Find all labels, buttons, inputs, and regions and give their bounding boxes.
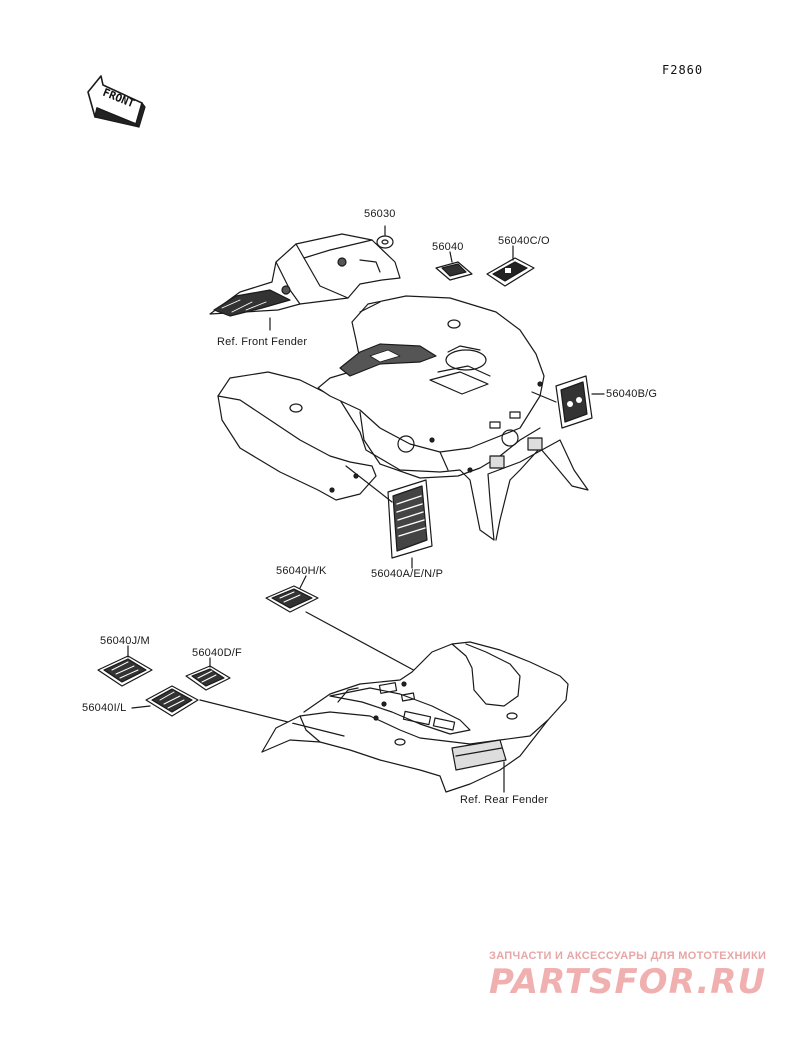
front-direction-arrow: FRONT: [87, 75, 146, 128]
label-56040jm: 56040J/M: [100, 635, 150, 647]
label-ref-rear-fender: Ref. Rear Fender: [460, 794, 549, 806]
front-fender-body: [217, 295, 589, 541]
decal-56040df: [185, 657, 231, 691]
decal-56040jm: [97, 645, 153, 687]
decal-56040bg: [531, 375, 605, 429]
label-56040il: 56040I/L: [82, 702, 127, 714]
label-ref-front-fender: Ref. Front Fender: [217, 336, 308, 348]
watermark-subtitle: ЗАПЧАСТИ И АКСЕССУАРЫ ДЛЯ МОТОТЕХНИКИ: [489, 950, 767, 962]
label-56040aenp: 56040A/E/N/P: [371, 568, 444, 580]
decal-56040co: [486, 245, 535, 287]
front-fender-top-piece: [209, 233, 401, 317]
decal-56040il: [131, 685, 345, 737]
label-56040hk: 56040H/K: [276, 565, 327, 577]
washer-56030: [376, 235, 394, 249]
label-56030: 56030: [364, 208, 396, 220]
diagram-code: F2860: [662, 63, 704, 77]
decal-56040aenp: [345, 465, 433, 569]
watermark-logo: PARTSFOR.RU: [489, 962, 767, 1002]
label-56040: 56040: [432, 241, 464, 253]
label-56040bg: 56040B/G: [606, 388, 658, 400]
label-56040co: 56040C/O: [498, 235, 550, 247]
rear-fender-body: [261, 641, 569, 793]
label-56040df: 56040D/F: [192, 647, 242, 659]
decal-56040hk: [265, 575, 433, 681]
decal-56040: [435, 251, 473, 281]
